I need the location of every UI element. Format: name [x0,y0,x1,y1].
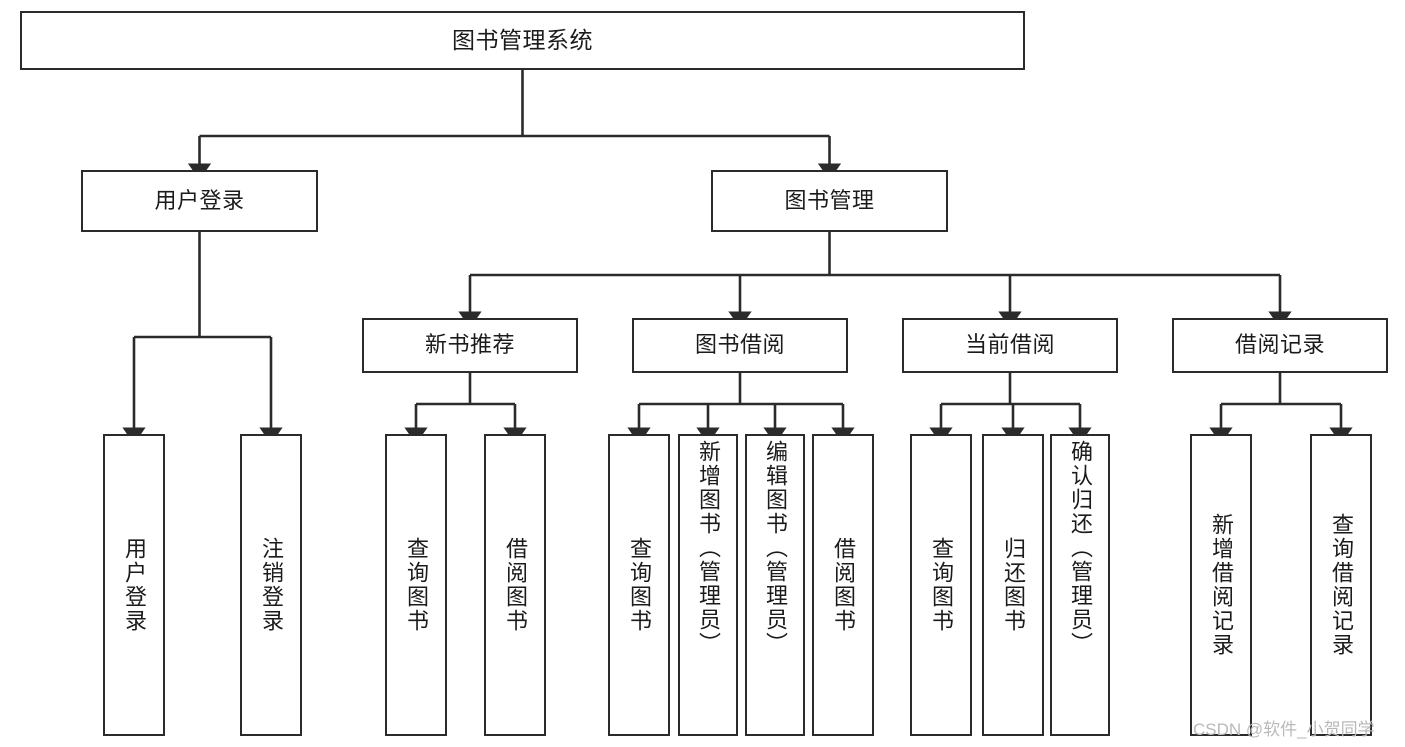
node-label: 借阅记录 [1234,332,1325,358]
node-leaf-br-query[interactable]: 查询图书 [608,434,670,736]
node-l1-user-login[interactable]: 用户登录 [81,170,318,232]
node-label: 新书推荐 [424,332,515,358]
node-label: 查询借阅记录 [1329,513,1354,657]
node-l1-book-manage[interactable]: 图书管理 [711,170,948,232]
node-leaf-rec-query2[interactable]: 查询借阅记录 [1310,434,1372,736]
node-label: 借阅图书 [503,537,528,633]
node-label: 图书管理 [784,187,875,213]
node-leaf-br-edit[interactable]: 编辑图书（管理员） [745,434,805,736]
node-root[interactable]: 图书管理系统 [20,11,1025,70]
node-label: 图书借阅 [694,332,785,358]
node-leaf-rec-add[interactable]: 新增借阅记录 [1190,434,1252,736]
node-label: 用户登录 [122,537,147,633]
node-leaf-br-borrow[interactable]: 借阅图书 [812,434,874,736]
node-label: 借阅图书 [831,537,856,633]
node-label: 查询图书 [404,537,429,633]
node-l2-book-borrow[interactable]: 图书借阅 [632,318,848,373]
node-label: 新增借阅记录 [1209,513,1234,657]
node-leaf-cur-confirm[interactable]: 确认归还（管理员） [1050,434,1110,736]
node-label: 查询图书 [627,537,652,633]
node-leaf-cur-return[interactable]: 归还图书 [982,434,1044,736]
node-leaf-cur-query[interactable]: 查询图书 [910,434,972,736]
node-leaf-br-add[interactable]: 新增图书（管理员） [678,434,738,736]
node-label: 用户登录 [154,187,245,213]
node-leaf-user-login[interactable]: 用户登录 [103,434,165,736]
node-label: 图书管理系统 [452,26,593,53]
csdn-watermark: CSDN @软件_小贺同学 [1193,720,1375,739]
node-label: 当前借阅 [964,332,1055,358]
node-label: 注销登录 [259,537,284,633]
node-label: 确认归还（管理员） [1068,440,1093,656]
node-leaf-rec-query[interactable]: 查询图书 [385,434,447,736]
node-label: 新增图书（管理员） [696,440,721,656]
node-l2-new-book-rec[interactable]: 新书推荐 [362,318,578,373]
node-l2-current-borrow[interactable]: 当前借阅 [902,318,1118,373]
node-leaf-rec-borrow[interactable]: 借阅图书 [484,434,546,736]
node-l2-borrow-record[interactable]: 借阅记录 [1172,318,1388,373]
node-label: 归还图书 [1001,537,1026,633]
node-leaf-logout[interactable]: 注销登录 [240,434,302,736]
node-label: 编辑图书（管理员） [763,440,788,656]
node-label: 查询图书 [929,537,954,633]
